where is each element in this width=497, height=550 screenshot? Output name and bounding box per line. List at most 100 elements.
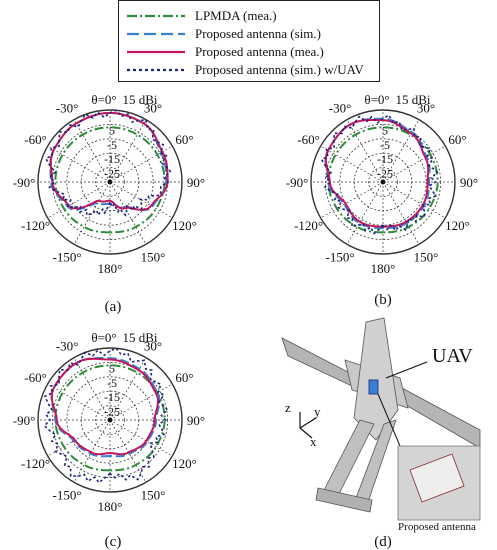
polar-grid-circle	[95, 167, 125, 197]
radial-tick-label: -25	[377, 167, 393, 181]
polar-spoke	[382, 181, 420, 245]
antenna-pointer-line	[377, 393, 401, 447]
angle-tick-label: -90°	[13, 413, 36, 428]
panel-label-b: (b)	[374, 292, 392, 308]
angle-tick-label: -90°	[13, 175, 36, 190]
legend-label: Proposed antenna (mea.)	[195, 44, 324, 59]
theta-label: θ=0°	[91, 92, 116, 107]
radial-tick-label: -15	[377, 152, 393, 166]
polar-spoke	[109, 419, 173, 457]
radial-tick-label: 5	[109, 123, 115, 137]
uav-illustration: UAV Proposed antenna z y x	[281, 317, 481, 533]
legend-label: LPMDA (mea.)	[195, 8, 277, 23]
polar-grid-circle	[339, 138, 427, 226]
angle-tick-label: 60°	[175, 132, 193, 147]
uav-label-arrow	[385, 361, 428, 379]
polar-grid-circle	[310, 109, 456, 255]
polar-spoke	[320, 145, 384, 183]
polar-center-dot	[107, 417, 113, 423]
angle-tick-label: -150°	[52, 487, 81, 502]
polar-plot-c: 30°60°90°120°150°180°-150°-120°-90°-60°-…	[13, 330, 205, 514]
angle-tick-label: -120°	[21, 218, 50, 233]
legend-swatch-proposed-sim	[127, 32, 185, 36]
legend-label: Proposed antenna (sim.) w/UAV	[195, 62, 364, 77]
angle-tick-label: 90°	[187, 175, 205, 190]
theta-label: θ=0°	[364, 92, 389, 107]
polar-spoke	[109, 119, 147, 183]
unit-label: 15 dBi	[122, 92, 157, 107]
angle-tick-label: -60°	[24, 370, 47, 385]
angle-tick-label: 180°	[98, 261, 123, 276]
angle-tick-label: 180°	[98, 499, 123, 514]
polar-spoke	[382, 119, 420, 183]
angle-tick-label: 90°	[460, 175, 478, 190]
proposed-antenna-label: Proposed antenna	[398, 521, 476, 533]
angle-tick-label: 150°	[141, 487, 166, 502]
polar-spoke	[346, 119, 384, 183]
polar-spoke	[109, 181, 147, 245]
angle-tick-label: 150°	[414, 249, 439, 264]
polar-grid-circle	[66, 376, 154, 464]
panel-label-d: (d)	[374, 534, 392, 550]
polar-grid-circle	[95, 405, 125, 435]
polar-plot-b: 30°60°90°120°150°180°-150°-120°-90°-60°-…	[286, 92, 478, 276]
legend-swatch-lpmda	[127, 14, 185, 18]
angle-tick-label: 60°	[448, 132, 466, 147]
legend-swatch-proposed-mea	[127, 50, 185, 54]
theta-label: θ=0°	[91, 330, 116, 345]
axis-z-label: z	[285, 400, 291, 415]
polar-grid-circle	[37, 109, 183, 255]
polar-spoke	[47, 145, 111, 183]
uav-tail	[315, 487, 373, 513]
polar-center-dot	[107, 179, 113, 185]
polar-spoke	[73, 419, 111, 483]
angle-tick-label: 120°	[445, 218, 470, 233]
legend: LPMDA (mea.) Proposed antenna (sim.) Pro…	[118, 0, 380, 82]
radial-tick-label: -25	[104, 167, 120, 181]
polar-grid-circle	[368, 167, 398, 197]
legend-item-proposed-sim: Proposed antenna (sim.)	[125, 25, 375, 43]
angle-tick-label: 180°	[371, 261, 396, 276]
series-line-2	[50, 357, 161, 458]
polar-spoke	[109, 383, 173, 421]
polar-spoke	[73, 357, 111, 421]
legend-item-proposed-mea: Proposed antenna (mea.)	[125, 43, 375, 61]
axis-x-label: x	[310, 434, 317, 449]
panel-label-a: (a)	[105, 299, 122, 315]
axis-y-label: y	[314, 404, 321, 419]
series-line-1	[54, 364, 166, 472]
angle-tick-label: -30°	[56, 101, 79, 116]
polar-spoke	[47, 419, 111, 457]
series-line-4	[43, 347, 169, 484]
angle-tick-label: 120°	[172, 218, 197, 233]
polar-grid-circle	[37, 347, 183, 493]
uav-label: UAV	[432, 345, 473, 367]
panel-label-c: (c)	[105, 534, 122, 550]
series-line-4	[320, 114, 439, 235]
polar-spoke	[109, 419, 147, 483]
axis-x-arrow	[299, 427, 313, 439]
unit-label: 15 dBi	[122, 330, 157, 345]
polar-spoke	[382, 145, 446, 183]
angle-tick-label: -30°	[329, 101, 352, 116]
angle-tick-label: -120°	[294, 218, 323, 233]
series-line-1	[54, 126, 166, 234]
series-line-4	[44, 109, 172, 217]
legend-item-lpmda: LPMDA (mea.)	[125, 7, 375, 25]
angle-tick-label: 30°	[144, 101, 162, 116]
polar-spoke	[73, 181, 111, 245]
polar-spoke	[47, 181, 111, 219]
series-line-1	[327, 126, 439, 234]
legend-item-proposed-sim-uav: Proposed antenna (sim.) w/UAV	[125, 61, 375, 79]
polar-spoke	[73, 119, 111, 183]
polar-spoke	[320, 181, 384, 219]
angle-tick-label: -120°	[21, 456, 50, 471]
angle-tick-label: -150°	[52, 249, 81, 264]
polar-spoke	[47, 383, 111, 421]
axis-y-arrow	[299, 417, 317, 429]
radial-tick-label: -5	[380, 138, 390, 152]
antenna-pcb	[409, 453, 465, 503]
angle-tick-label: -30°	[56, 339, 79, 354]
angle-tick-label: 150°	[141, 249, 166, 264]
